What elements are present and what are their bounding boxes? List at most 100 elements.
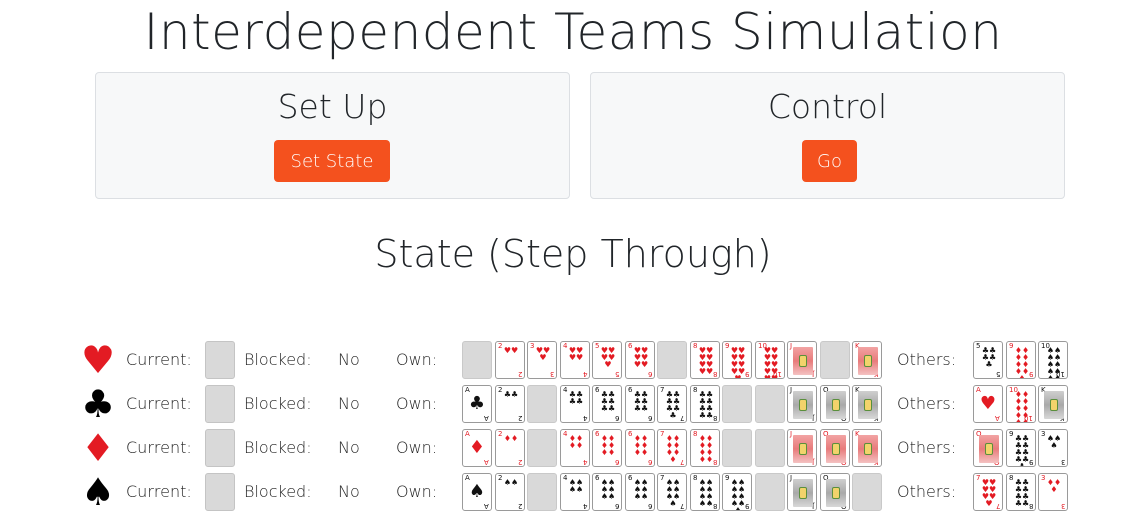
playing-card[interactable]: KK [852,429,882,467]
card-rank: 6 [628,430,633,438]
empty-card-slot[interactable] [852,473,882,511]
card-rank: 7 [976,474,981,482]
card-suit-icon: ♠ [468,481,486,502]
empty-card-slot[interactable] [722,385,752,423]
empty-card-slot[interactable] [755,385,785,423]
card-pips: ♥♥♥♥♥ [600,346,616,369]
card-rank: 7 [660,430,665,438]
playing-card[interactable]: KK [1038,385,1068,423]
empty-card-slot[interactable] [657,341,687,379]
playing-card[interactable]: JJ [787,473,817,511]
card-rank: 8 [693,386,698,394]
own-label: Own: [396,394,438,413]
playing-card[interactable]: QQ [820,473,850,511]
face-card-icon [799,487,807,499]
empty-card-slot[interactable] [722,429,752,467]
current-card-slot[interactable] [205,341,235,379]
blocked-value: No [338,350,360,369]
card-rank: Q [823,430,829,438]
face-card-icon [832,443,840,455]
card-suit-icon: ♦ [468,437,486,458]
others-label: Others: [897,394,957,413]
empty-card-slot[interactable] [527,385,557,423]
playing-card[interactable]: KK [852,341,882,379]
current-card-slot[interactable] [205,429,235,467]
playing-card[interactable]: QQ [973,429,1003,467]
set-state-button[interactable]: Set State [274,140,390,182]
card-rank: 6 [595,386,600,394]
card-pips: ♥♥♥ [535,346,551,362]
empty-card-slot[interactable] [462,341,492,379]
playing-card[interactable]: JJ [787,341,817,379]
playing-card[interactable]: QQ [820,429,850,467]
face-card-icon [832,487,840,499]
face-card-figure [793,391,813,419]
card-rank: 9 [725,474,730,482]
empty-card-slot[interactable] [527,473,557,511]
card-pips: ♣♣♣♣♣♣♣♣ [698,390,714,420]
empty-card-slot[interactable] [527,429,557,467]
current-card-slot[interactable] [205,385,235,423]
face-card-icon [1050,399,1058,411]
playing-card[interactable]: JJ [787,385,817,423]
go-button[interactable]: Go [802,140,857,182]
playing-card[interactable]: JJ [787,429,817,467]
current-label: Current: [126,438,192,457]
playing-card[interactable]: KK [852,385,882,423]
card-rank: K [855,342,860,350]
face-card-figure [793,347,813,375]
empty-card-slot[interactable] [755,429,785,467]
empty-card-slot[interactable] [820,341,850,379]
playing-card[interactable]: QQ [820,385,850,423]
card-rank: 6 [628,474,633,482]
card-rank: 8 [1009,474,1014,482]
own-label: Own: [396,350,438,369]
spades-suit-icon: ♠ [80,470,116,514]
current-card-slot[interactable] [205,473,235,511]
card-rank: K [1041,386,1046,394]
empty-card-slot[interactable] [755,473,785,511]
card-rank: 7 [660,386,665,394]
